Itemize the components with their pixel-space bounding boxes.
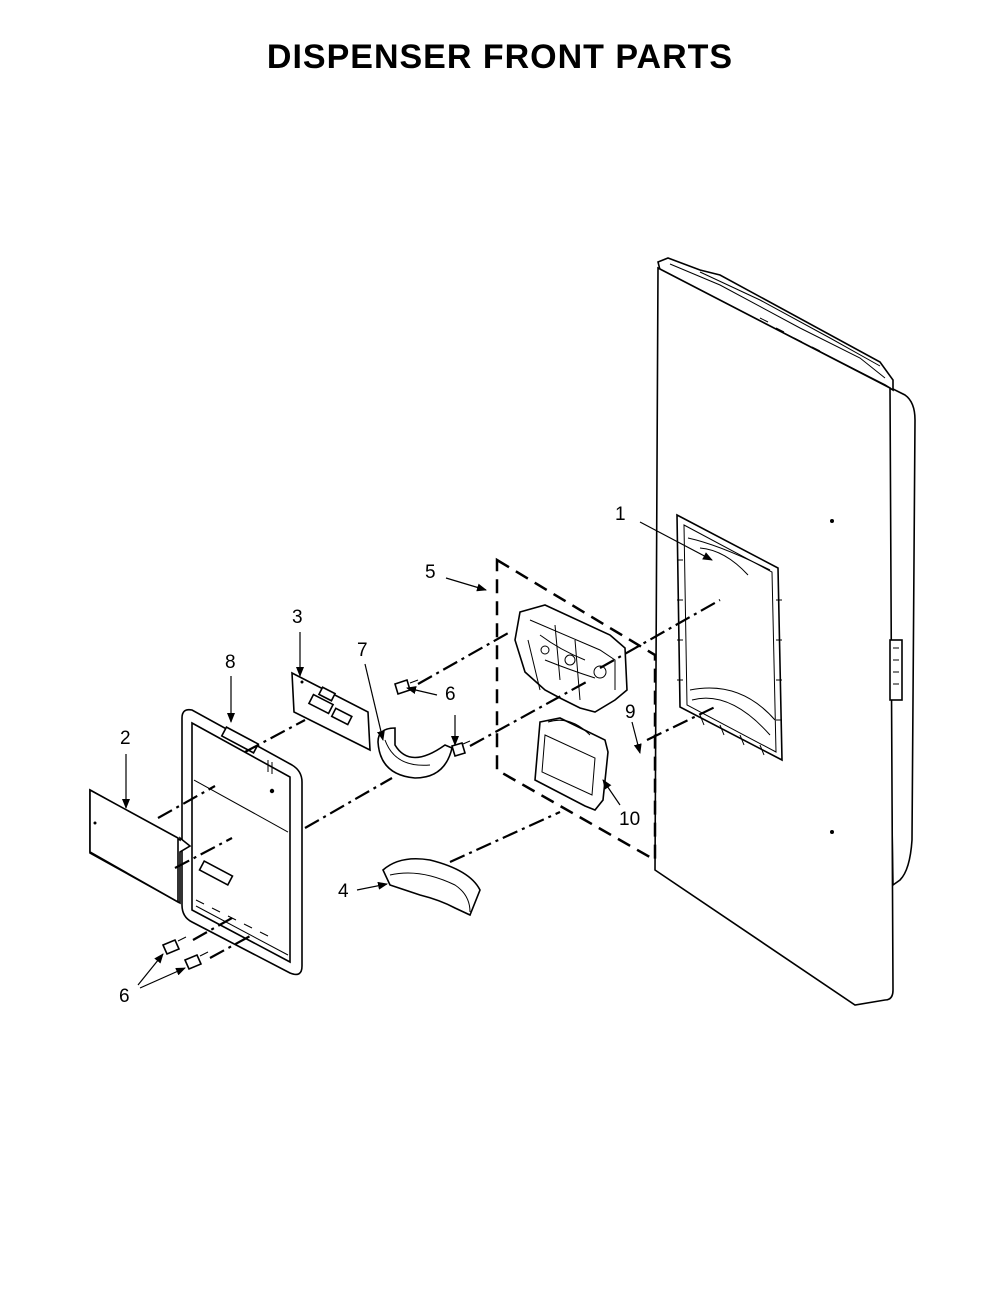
dispenser-module-part-5 (514, 604, 628, 713)
refrigerator-door (654, 257, 916, 1006)
callout-1: 1 (615, 504, 626, 525)
callout-6-lower: 6 (119, 986, 130, 1007)
callout-3: 3 (292, 607, 303, 628)
screw-part-6-lower-b (183, 951, 209, 971)
leader-arrows (122, 521, 713, 989)
diagram-title: DISPENSER FRONT PARTS (266, 38, 734, 76)
light-cover-part-4 (382, 857, 481, 917)
callout-8: 8 (225, 652, 236, 673)
callout-2: 2 (120, 728, 131, 749)
callout-5: 5 (425, 562, 436, 583)
dispenser-frame-part-8 (181, 708, 303, 976)
callout-6-upper: 6 (445, 684, 456, 705)
assembly-outline-5 (495, 557, 657, 863)
screw-part-6-lower-a (161, 936, 187, 956)
callout-4: 4 (338, 881, 349, 902)
paddle-part-7 (377, 727, 453, 779)
decal-part-2 (89, 788, 192, 905)
chute-part-10 (534, 717, 609, 811)
assembly-alignment-lines (157, 599, 721, 959)
screw-part-6-upper (394, 678, 419, 696)
callout-9: 9 (625, 702, 636, 723)
callout-7: 7 (357, 640, 368, 661)
control-board-part-3 (291, 671, 371, 752)
callout-10: 10 (619, 809, 640, 830)
